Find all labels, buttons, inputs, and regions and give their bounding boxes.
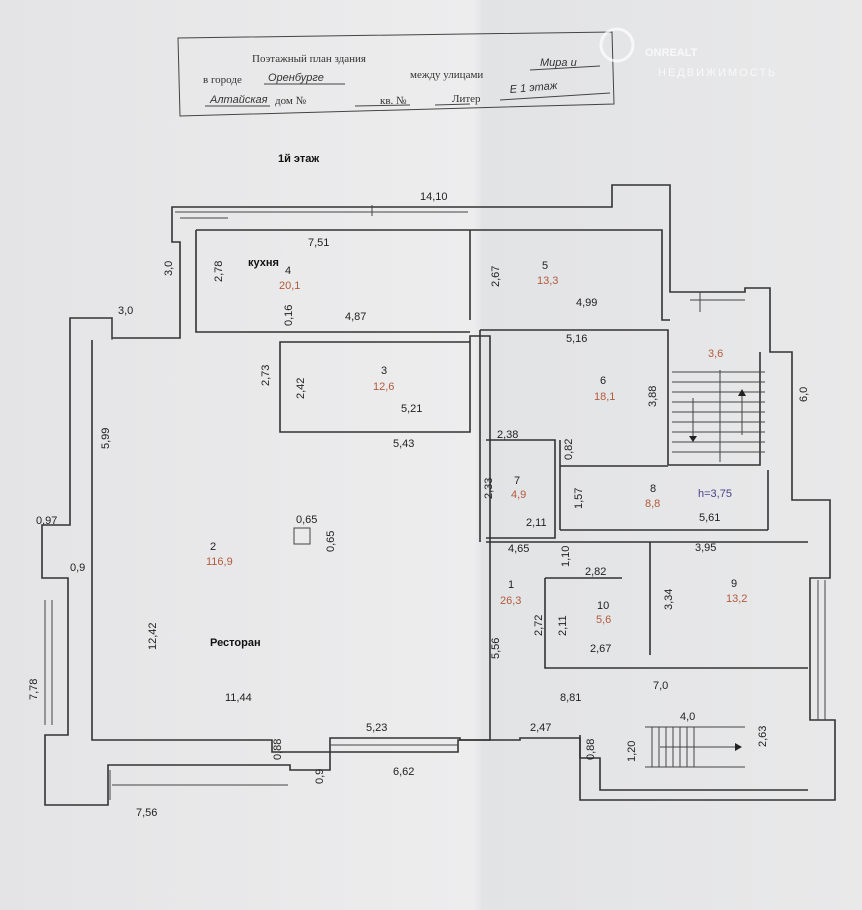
- dimension: 14,10: [420, 191, 448, 203]
- street1: Мира и: [540, 57, 577, 69]
- room-number: 9: [731, 578, 737, 590]
- vertical-dimensions: 2,78 3,0 2,67 6,0 2,73 2,42 3,88 5,99 0,…: [28, 261, 810, 784]
- floor-heading: 1й этаж: [278, 153, 319, 165]
- dimension: 2,38: [497, 429, 518, 441]
- room-number: 6: [600, 375, 606, 387]
- dimension: 1,57: [573, 488, 585, 509]
- room-number: 4: [285, 265, 291, 277]
- staircase-upper: [672, 370, 765, 462]
- dimension: 4,87: [345, 311, 366, 323]
- dimension: 7,51: [308, 237, 329, 249]
- room-number: 8: [650, 483, 656, 495]
- dimension: 2,72: [533, 615, 545, 636]
- dimension: 0,97: [36, 515, 57, 527]
- dimension: 12,42: [147, 622, 159, 650]
- room-labels: кухня Ресторан h=3,75 1 26,3 2 116,9 3 1…: [206, 257, 747, 649]
- dimension: 7,78: [28, 679, 40, 700]
- room-number: 7: [514, 475, 520, 487]
- room-area: 8,8: [645, 498, 660, 510]
- dimension: 5,99: [100, 428, 112, 449]
- dimension: 4,99: [576, 297, 597, 309]
- dimension: 0,65: [325, 531, 337, 552]
- dimension: 5,61: [699, 512, 720, 524]
- kitchen-label: кухня: [248, 257, 279, 269]
- dimension: 3,0: [163, 261, 175, 276]
- room-number: 10: [597, 600, 609, 612]
- dimension: 0,65: [296, 514, 317, 526]
- dimension: 1,10: [560, 546, 572, 567]
- room-number: 2: [210, 541, 216, 553]
- watermark-brand: ONREALT: [645, 47, 698, 59]
- ceiling-height: h=3,75: [698, 488, 732, 500]
- watermark: ONREALT НЕДВИЖИМОСТЬ: [599, 27, 777, 79]
- dimension: 8,81: [560, 692, 581, 704]
- dimension: 6,62: [393, 766, 414, 778]
- dimension: 3,95: [695, 542, 716, 554]
- dimension: 0,88: [585, 739, 597, 760]
- dimension: 2,78: [213, 261, 225, 282]
- horizontal-dimensions: 14,10 7,51 4,99 3,0 4,87 5,16 5,21 5,43 …: [36, 191, 720, 819]
- city-label: в городе: [203, 74, 242, 86]
- dimension: 3,0: [118, 305, 133, 317]
- room-area: 13,3: [537, 275, 558, 287]
- dimension: 7,56: [136, 807, 157, 819]
- liter: Е 1 этаж: [509, 80, 558, 96]
- room-area: 4,9: [511, 489, 526, 501]
- dimension: 2,11: [526, 517, 547, 529]
- room-number: 3: [381, 365, 387, 377]
- dimension: 0,9: [314, 769, 326, 784]
- title: Поэтажный план здания: [252, 53, 366, 65]
- dimension: 5,56: [490, 638, 502, 659]
- streets-label: между улицами: [410, 69, 483, 81]
- room-area: 12,6: [373, 381, 394, 393]
- dimension: 2,33: [483, 478, 495, 499]
- watermark-sub: НЕДВИЖИМОСТЬ: [658, 67, 777, 79]
- dimension: 2,63: [757, 726, 769, 747]
- dimension: 1,20: [626, 741, 638, 762]
- room-area: 18,1: [594, 391, 615, 403]
- dimension: 3,34: [663, 589, 675, 610]
- room-area: 13,2: [726, 593, 747, 605]
- dimension: 5,21: [401, 403, 422, 415]
- walls: [41, 184, 836, 806]
- dimension: 2,73: [260, 365, 272, 386]
- dimension: 2,67: [590, 643, 611, 655]
- dimension: 5,16: [566, 333, 587, 345]
- dimension: 0,9: [70, 562, 85, 574]
- room-number: 5: [542, 260, 548, 272]
- dimension: 2,67: [490, 266, 502, 287]
- street2: Алтайская: [209, 94, 268, 106]
- dimension: 5,43: [393, 438, 414, 450]
- dimension: 2,11: [557, 615, 569, 636]
- room-area: 116,9: [206, 556, 233, 568]
- dimension: 4,0: [680, 711, 695, 723]
- dimension: 0,16: [283, 305, 295, 326]
- city: Оренбурге: [268, 72, 324, 84]
- apt-label: кв. №: [380, 95, 407, 107]
- arrow-right-icon: [735, 743, 742, 751]
- room-area: 26,3: [500, 595, 521, 607]
- dimension: 2,47: [530, 722, 551, 734]
- room-area: 5,6: [596, 614, 611, 626]
- dimension: 0,82: [563, 439, 575, 460]
- house-label: дом №: [275, 95, 307, 107]
- arrow-down-icon: [689, 436, 697, 442]
- room-number: 1: [508, 579, 514, 591]
- title-block: Поэтажный план здания в городе Оренбурге…: [177, 31, 615, 117]
- dimension: 0,88: [272, 739, 284, 760]
- dimension: 6,0: [798, 387, 810, 402]
- dimension: 2,82: [585, 566, 606, 578]
- dimension: 2,42: [295, 378, 307, 399]
- dimension: 3,88: [647, 386, 659, 407]
- dimension: 7,0: [653, 680, 668, 692]
- staircase-lower: [645, 726, 745, 768]
- room-area: 3,6: [708, 348, 723, 360]
- dimension: 4,65: [508, 543, 529, 555]
- dimension: 5,23: [366, 722, 387, 734]
- room-area: 20,1: [279, 280, 300, 292]
- liter-label: Литер: [452, 93, 481, 105]
- dimension: 11,44: [225, 692, 252, 704]
- restaurant-label: Ресторан: [210, 637, 261, 649]
- arrow-up-icon: [738, 389, 746, 396]
